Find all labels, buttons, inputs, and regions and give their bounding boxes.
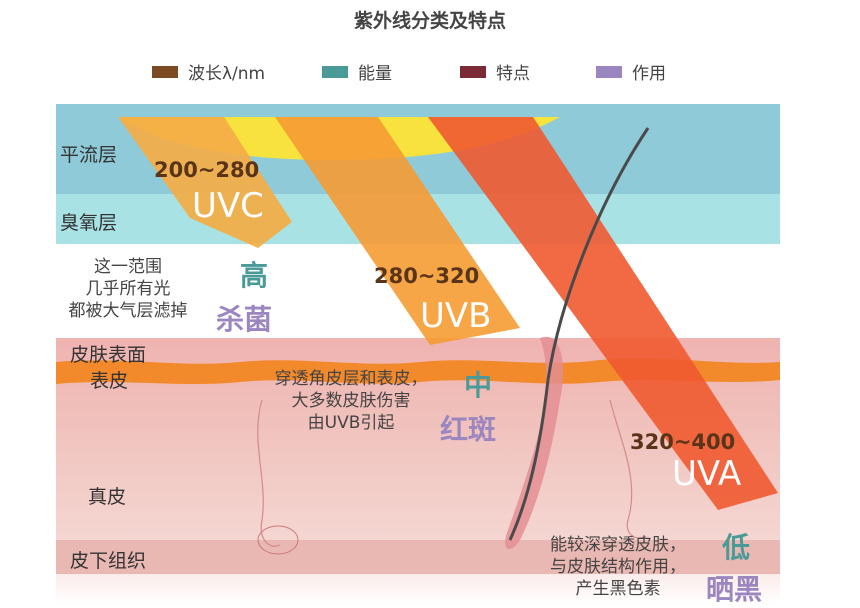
layer-label-subcutis: 皮下组织: [70, 550, 147, 572]
legend-item-effect: 作用: [596, 59, 666, 84]
uvc-note: 这一范围 几乎所有光 都被大气层滤掉: [56, 256, 200, 322]
nerve-left: [257, 399, 281, 547]
uvb-note-line-3: 由UVB引起: [307, 413, 395, 433]
hair-follicle: [505, 336, 564, 550]
layer-label-dermis: 真皮: [88, 486, 127, 508]
uvc-energy-label: 高: [240, 259, 269, 292]
layer-label-ozone: 臭氧层: [60, 212, 118, 234]
nerve-right: [609, 399, 647, 539]
legend-label-feature: 特点: [496, 64, 530, 84]
uvb-beam: [275, 117, 520, 345]
uvb-note-line-2: 大多数皮肤伤害: [291, 391, 411, 411]
skin-bottom-fade: [56, 574, 780, 604]
subcutis-layer: [56, 540, 780, 574]
uvc-note-line-3: 都被大气层滤掉: [68, 301, 188, 321]
legend-label-effect: 作用: [632, 64, 666, 84]
uvb-effect-label: 红斑: [440, 413, 497, 446]
hair-strand: [508, 127, 650, 541]
uvb-name-label: UVB: [420, 296, 492, 336]
uvb-range-label: 280~320: [374, 264, 480, 288]
uva-note-line-1: 能较深穿透皮肤，: [550, 535, 686, 555]
legend-swatch-effect: [596, 65, 622, 78]
uva-note: 能较深穿透皮肤， 与皮肤结构作用， 产生黑色素: [534, 534, 702, 600]
diagram-title: 紫外线分类及特点: [353, 10, 506, 32]
legend-item-wavelength: 波长λ/nm: [152, 59, 265, 84]
epidermis-band: [56, 358, 780, 384]
layer-label-epidermis: 表皮: [90, 370, 129, 392]
uva-energy-label: 低: [722, 531, 751, 564]
uvb-energy-label: 中: [464, 369, 493, 402]
layer-label-skin-surface: 皮肤表面: [70, 344, 147, 366]
uva-range-label: 320~400: [630, 430, 736, 454]
legend-label-energy: 能量: [358, 64, 392, 84]
uvc-note-line-2: 几乎所有光: [85, 279, 171, 299]
uva-beam: [428, 117, 778, 510]
uvc-range-label: 200~280: [154, 158, 260, 182]
uvc-beam: [118, 117, 292, 248]
uvc-note-line-1: 这一范围: [94, 257, 162, 277]
legend-swatch-energy: [322, 65, 348, 78]
gland: [257, 525, 299, 555]
uvc-name-label: UVC: [192, 186, 264, 226]
uvc-effect-label: 杀菌: [216, 303, 273, 336]
uva-note-line-3: 产生黑色素: [575, 579, 661, 599]
uva-name-label: UVA: [672, 454, 742, 494]
legend-item-feature: 特点: [460, 59, 530, 84]
uvb-note: 穿透角皮层和表皮， 大多数皮肤伤害 由UVB引起: [262, 368, 440, 434]
legend-item-energy: 能量: [322, 59, 392, 84]
uva-effect-label: 晒黑: [706, 573, 763, 606]
uvb-note-line-1: 穿透角皮层和表皮，: [274, 369, 428, 389]
legend-swatch-feature: [460, 65, 486, 78]
legend: 波长λ/nm 能量 特点 作用: [0, 59, 860, 84]
legend-swatch-wavelength: [152, 65, 178, 78]
uva-note-line-2: 与皮肤结构作用，: [550, 557, 686, 577]
legend-label-wavelength: 波长λ/nm: [188, 64, 266, 84]
layer-label-stratosphere: 平流层: [60, 144, 118, 166]
